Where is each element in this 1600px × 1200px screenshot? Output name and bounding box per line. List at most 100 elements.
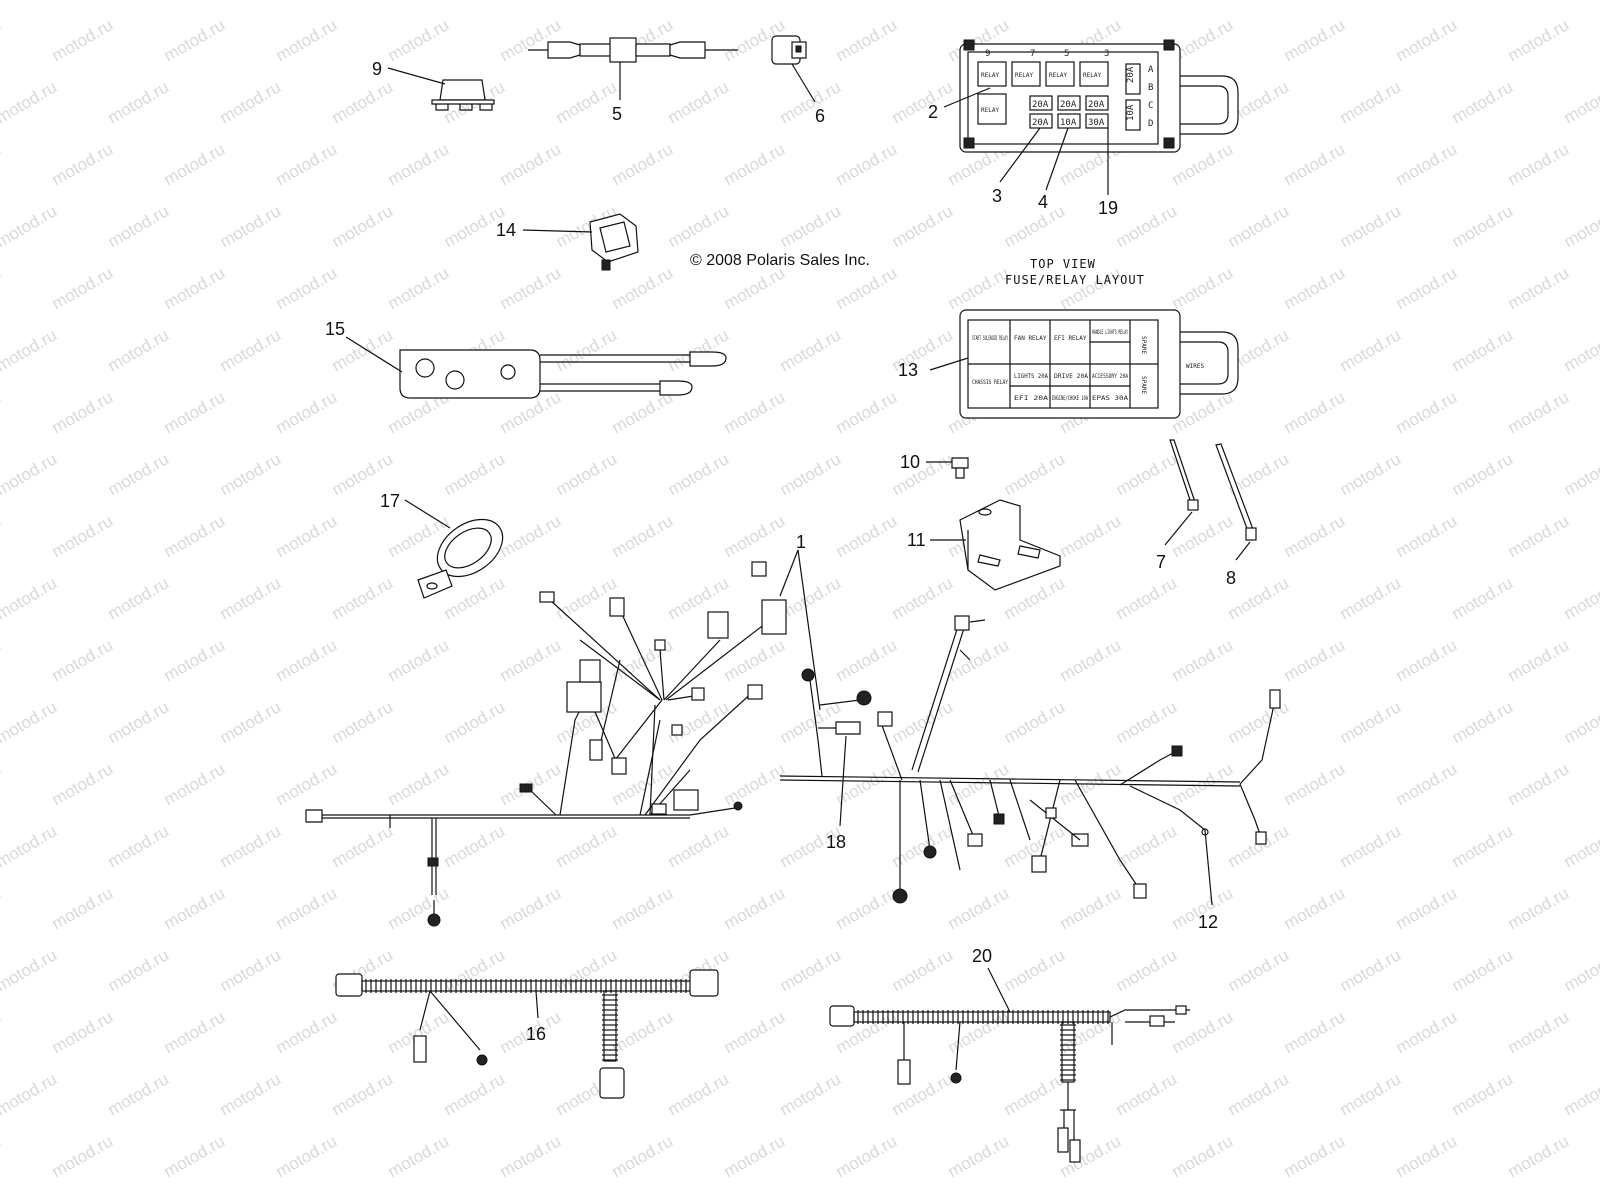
relay-label: RELAY bbox=[1049, 72, 1067, 79]
watermark-text: motod.ru bbox=[833, 139, 901, 189]
side-letter: C bbox=[1148, 101, 1153, 111]
watermark-text: motod.ru bbox=[0, 77, 60, 127]
callout-18: 18 bbox=[826, 832, 846, 852]
watermark-text: motod.ru bbox=[273, 387, 341, 437]
watermark-text: motod.ru bbox=[945, 883, 1013, 933]
watermark-text: motod.ru bbox=[1001, 1069, 1069, 1119]
watermark-text: motod.ru bbox=[833, 15, 901, 65]
watermark-text: motod.ru bbox=[1393, 387, 1461, 437]
watermark-text: motod.ru bbox=[945, 759, 1013, 809]
fuse-rating: 10A bbox=[1060, 118, 1077, 128]
watermark-text: motod.ru bbox=[721, 759, 789, 809]
layout-cell: ENGINE/CHOKE 10A bbox=[1052, 395, 1088, 402]
callout-2: 2 bbox=[928, 102, 938, 122]
watermark-text: motod.ru bbox=[329, 77, 397, 127]
part-13-fuse-relay-layout bbox=[929, 309, 1239, 419]
callout-4: 4 bbox=[1038, 192, 1048, 212]
watermark-text: motod.ru bbox=[49, 263, 117, 313]
watermark-text: motod.ru bbox=[441, 0, 509, 3]
watermark-text: motod.ru bbox=[1505, 1007, 1573, 1057]
watermark-text: motod.ru bbox=[777, 1069, 845, 1119]
fuse-rating: 20A bbox=[1032, 100, 1049, 110]
watermark-text: motod.ru bbox=[945, 635, 1013, 685]
watermark-text: motod.ru bbox=[0, 325, 60, 375]
watermark-text: motod.ru bbox=[1393, 511, 1461, 561]
layout-cell: START SOLENOID RELAY bbox=[972, 335, 1008, 342]
watermark-text: motod.ru bbox=[553, 821, 621, 871]
watermark-text: motod.ru bbox=[0, 201, 60, 251]
watermark-text: motod.ru bbox=[217, 325, 285, 375]
watermark-text: motod.ru bbox=[1449, 1069, 1517, 1119]
watermark-text: motod.ru bbox=[833, 883, 901, 933]
watermark-text: motod.ru bbox=[1505, 387, 1573, 437]
watermark-text: motod.ru bbox=[0, 573, 60, 623]
watermark-text: motod.ru bbox=[889, 0, 957, 3]
watermark-text: motod.ru bbox=[889, 201, 957, 251]
watermark-text: motod.ru bbox=[49, 1131, 117, 1181]
relay-label: RELAY bbox=[981, 107, 999, 114]
fuse-rating: 20A bbox=[1088, 100, 1105, 110]
watermark-text: motod.ru bbox=[441, 821, 509, 871]
watermark-text: motod.ru bbox=[1337, 201, 1405, 251]
part-11-bracket bbox=[930, 499, 1061, 591]
watermark-text: motod.ru bbox=[1561, 821, 1600, 871]
fuse-rating: 20A bbox=[1126, 66, 1136, 83]
watermark-text: motod.ru bbox=[1281, 139, 1349, 189]
watermark-text: motod.ru bbox=[1337, 0, 1405, 3]
watermark-text: motod.ru bbox=[721, 1131, 789, 1181]
watermark-text: motod.ru bbox=[889, 945, 957, 995]
watermark-text: motod.ru bbox=[1561, 449, 1600, 499]
watermark-text: motod.ru bbox=[1449, 77, 1517, 127]
callout-19: 19 bbox=[1098, 198, 1118, 218]
part-7-cable-tie bbox=[1164, 439, 1199, 546]
watermark-text: motod.ru bbox=[1057, 635, 1125, 685]
watermark-text: motod.ru bbox=[1449, 325, 1517, 375]
watermark-text: motod.ru bbox=[0, 263, 4, 313]
watermark-text: motod.ru bbox=[1169, 635, 1237, 685]
watermark-text: motod.ru bbox=[49, 759, 117, 809]
watermark-text: motod.ru bbox=[1057, 883, 1125, 933]
watermark-text: motod.ru bbox=[105, 325, 173, 375]
watermark-text: motod.ru bbox=[217, 449, 285, 499]
watermark-text: motod.ru bbox=[1113, 945, 1181, 995]
watermark-text: motod.ru bbox=[1281, 263, 1349, 313]
watermark-text: motod.ru bbox=[721, 1007, 789, 1057]
watermark-text: motod.ru bbox=[329, 697, 397, 747]
watermark-text: motod.ru bbox=[1169, 511, 1237, 561]
watermark-text: motod.ru bbox=[161, 263, 229, 313]
watermark-text: motod.ru bbox=[1449, 697, 1517, 747]
watermark-text: motod.ru bbox=[777, 449, 845, 499]
watermark-text: motod.ru bbox=[665, 325, 733, 375]
watermark-text: motod.ru bbox=[609, 139, 677, 189]
callout-7: 7 bbox=[1156, 552, 1166, 572]
watermark-text: motod.ru bbox=[665, 449, 733, 499]
watermark-text: motod.ru bbox=[217, 201, 285, 251]
watermark-text: motod.ru bbox=[497, 511, 565, 561]
fuse-col-number: 7 bbox=[1030, 49, 1035, 59]
watermark-text: motod.ru bbox=[665, 1069, 733, 1119]
watermark-text: motod.ru bbox=[1449, 201, 1517, 251]
callout-12: 12 bbox=[1198, 912, 1218, 932]
part-14-sensor bbox=[522, 213, 639, 271]
callout-13: 13 bbox=[898, 360, 918, 380]
watermark-text: motod.ru bbox=[609, 511, 677, 561]
part-15-ground-strap bbox=[345, 336, 727, 399]
watermark-text: motod.ru bbox=[105, 1069, 173, 1119]
watermark-text: motod.ru bbox=[0, 15, 4, 65]
watermark-text: motod.ru bbox=[1561, 573, 1600, 623]
layout-cell: EFI RELAY bbox=[1054, 335, 1087, 342]
watermark-text: motod.ru bbox=[441, 1069, 509, 1119]
watermark-text: motod.ru bbox=[1225, 945, 1293, 995]
layout-cell: EPAS 30A bbox=[1092, 395, 1128, 402]
watermark-text: motod.ru bbox=[329, 573, 397, 623]
watermark-text: motod.ru bbox=[721, 635, 789, 685]
fuse-box-top-labels: 9 7 5 3 RELAY RELAY RELAY RELAY RELAY 20… bbox=[981, 49, 1154, 129]
watermark-text: motod.ru bbox=[721, 263, 789, 313]
watermark-text: motod.ru bbox=[777, 945, 845, 995]
watermark-text: motod.ru bbox=[553, 0, 621, 3]
watermark-text: motod.ru bbox=[161, 759, 229, 809]
watermark-text: motod.ru bbox=[833, 263, 901, 313]
watermark-text: motod.ru bbox=[497, 139, 565, 189]
watermark-text: motod.ru bbox=[1393, 1131, 1461, 1181]
